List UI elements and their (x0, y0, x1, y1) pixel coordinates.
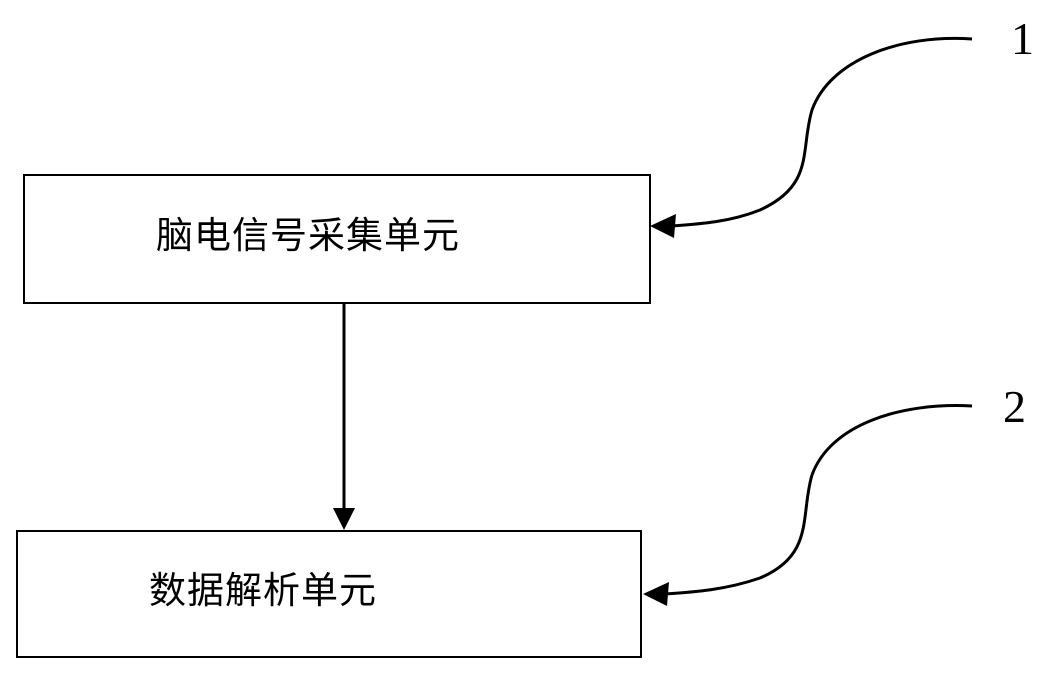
flow-arrowhead (333, 508, 355, 530)
reference-number-2: 2 (1003, 384, 1026, 430)
leader-line-2 (665, 406, 972, 594)
leader-line-1 (672, 38, 972, 226)
eeg-acquisition-unit-label: 脑电信号采集单元 (156, 205, 460, 259)
leader-arrowhead-1 (650, 214, 676, 238)
reference-number-1: 1 (1011, 16, 1034, 62)
leader-arrowhead-2 (643, 582, 669, 606)
data-analysis-unit-label: 数据解析单元 (149, 560, 377, 614)
